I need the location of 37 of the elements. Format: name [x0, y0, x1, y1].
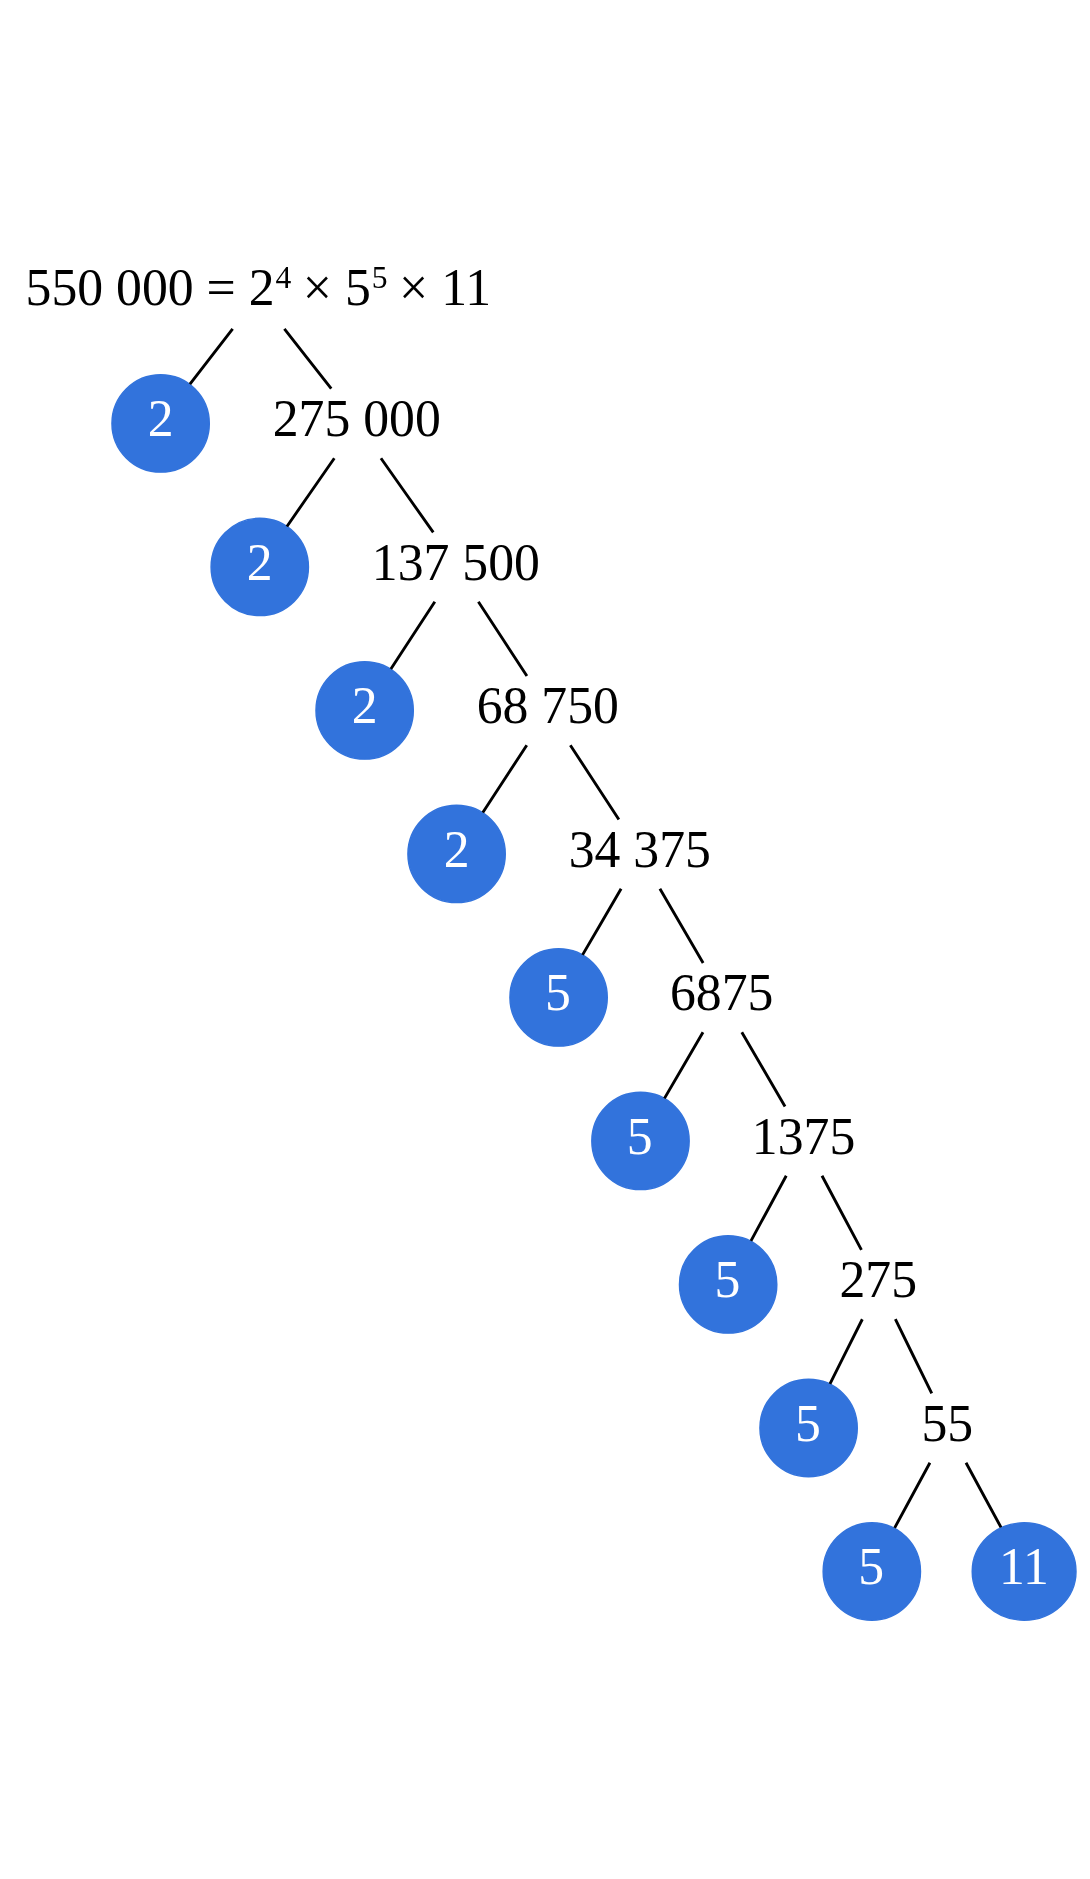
connector: [569, 743, 621, 820]
node-text: 137 500: [371, 533, 540, 591]
node-text: 6875: [669, 963, 774, 1021]
connector: [894, 1318, 934, 1394]
node-circle: 5: [591, 1091, 690, 1190]
connector: [285, 456, 336, 527]
node-text: 275 000: [272, 389, 441, 447]
node-circle: 5: [678, 1234, 778, 1334]
node-text: 550 000 = 2$^{4}$ × 5$^{5}$ × 11: [25, 258, 492, 316]
connector: [379, 456, 435, 533]
node-text: 68 750: [476, 676, 619, 734]
connector: [283, 327, 333, 389]
node-circle: 5: [759, 1378, 858, 1477]
connector: [477, 600, 529, 677]
connector: [658, 887, 705, 964]
node-text: 55: [921, 1394, 974, 1452]
node-circle: 5: [509, 947, 608, 1047]
node-text: 34 375: [568, 820, 711, 878]
connector: [663, 1031, 705, 1099]
node-circle: 2: [111, 373, 211, 473]
connector: [389, 600, 436, 670]
connector: [828, 1318, 864, 1384]
connector: [893, 1461, 932, 1529]
node-circle: 5: [822, 1521, 922, 1621]
node-circle: 2: [210, 517, 310, 616]
node-circle: 2: [407, 804, 506, 903]
connector: [749, 1174, 788, 1242]
node-circle: 11: [971, 1521, 1077, 1621]
connector: [820, 1174, 863, 1251]
connector: [481, 743, 528, 813]
node-circle: 2: [315, 660, 415, 760]
connector: [581, 887, 623, 956]
connector: [740, 1031, 787, 1107]
connector: [188, 327, 234, 385]
connector: [964, 1461, 1003, 1528]
node-text: 1375: [751, 1107, 856, 1165]
node-text: 275: [839, 1250, 918, 1308]
